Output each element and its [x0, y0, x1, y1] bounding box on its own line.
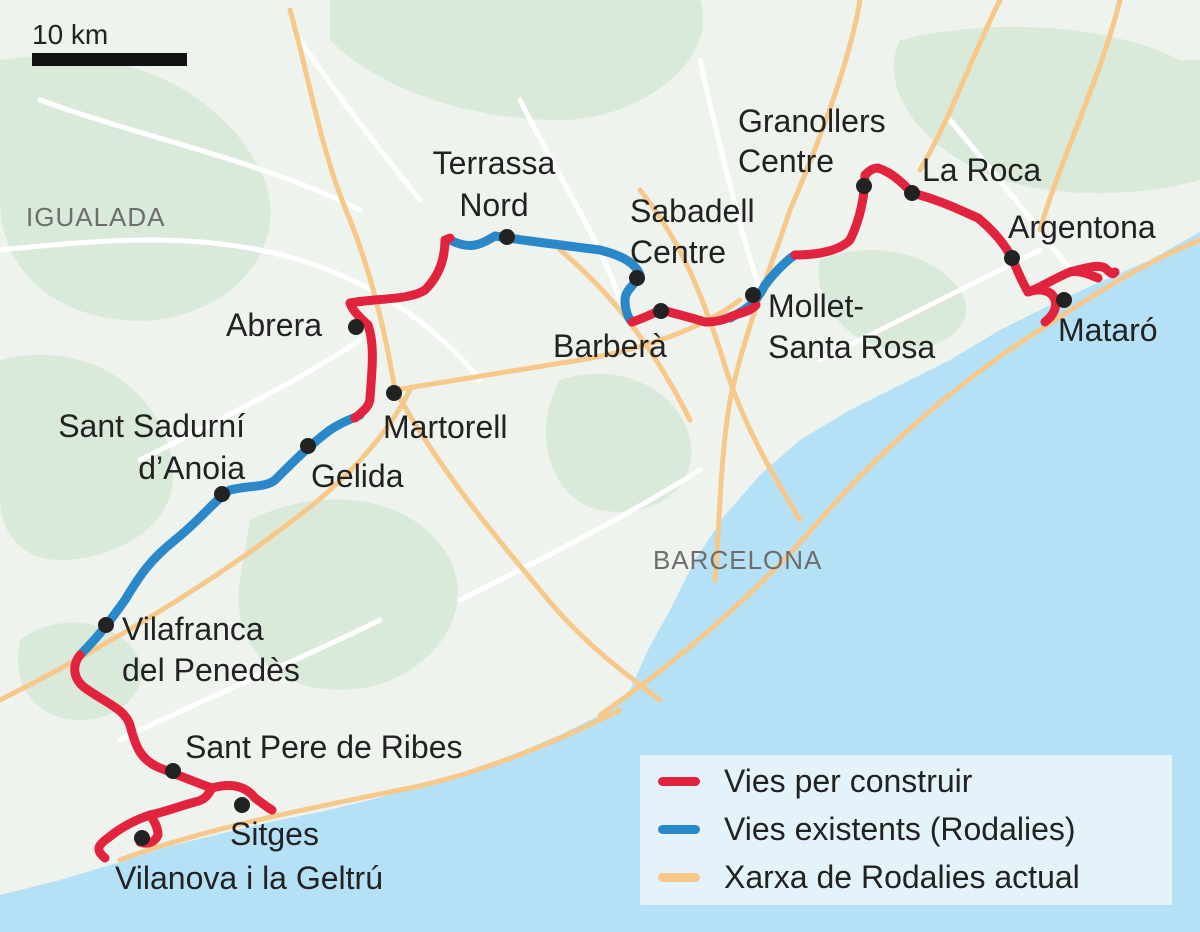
station-dot-santsadurni [214, 486, 230, 502]
station-label-granollers-line2: Centre [738, 143, 834, 179]
station-label-santpere: Sant Pere de Ribes [185, 729, 463, 765]
station-dot-abrera [348, 319, 364, 335]
station-label-laroca: La Roca [922, 152, 1041, 188]
station-dot-barbera [653, 303, 669, 319]
station-label-vilanova: Vilanova i la Geltrú [115, 860, 383, 896]
station-dot-santpere [165, 763, 181, 779]
station-dot-granollers [856, 178, 872, 194]
station-label-vilafranca-line1: Vilafranca [122, 611, 264, 647]
station-label-sitges: Sitges [230, 816, 319, 852]
legend-swatch-network [658, 872, 700, 882]
station-label-terrassa-line1: Terrassa [433, 145, 556, 181]
legend-item-network: Xarxa de Rodalies actual [658, 855, 1080, 899]
city-label-barcelona: BARCELONA [653, 545, 822, 575]
station-label-santsadurni-line2: d’Anoia [138, 450, 245, 486]
legend-label-network: Xarxa de Rodalies actual [724, 858, 1080, 895]
station-label-sabadell-line1: Sabadell [630, 193, 755, 229]
legend-swatch-existing [658, 824, 700, 834]
legend-label-existing: Vies existents (Rodalies) [724, 810, 1076, 847]
station-label-santsadurni-line1: Sant Sadurní [58, 408, 245, 444]
station-dot-laroca [904, 185, 920, 201]
scale-bar-label: 10 km [32, 19, 108, 50]
station-label-martorell: Martorell [383, 409, 507, 445]
legend-item-new: Vies per construir [658, 759, 972, 803]
station-label-mollet-line1: Mollet- [768, 288, 864, 324]
station-label-vilafranca: Vilafranca del Penedès [122, 611, 300, 688]
station-dot-gelida [300, 438, 316, 454]
station-label-argentona: Argentona [1008, 209, 1156, 245]
station-label-vilafranca-line2: del Penedès [122, 652, 300, 688]
station-dot-martorell [386, 385, 402, 401]
scale-bar-line [32, 53, 187, 66]
station-label-gelida: Gelida [311, 458, 404, 494]
legend-item-existing: Vies existents (Rodalies) [658, 807, 1076, 851]
station-dot-terrassa [499, 229, 515, 245]
station-label-mollet: Mollet- Santa Rosa [768, 288, 935, 365]
station-label-abrera: Abrera [226, 307, 322, 343]
station-label-santsadurni: Sant Sadurní d’Anoia [58, 408, 245, 486]
station-dot-mataro [1056, 292, 1072, 308]
station-dot-sabadell [629, 270, 645, 286]
station-label-mollet-line2: Santa Rosa [768, 329, 935, 365]
station-label-barbera: Barberà [553, 328, 667, 364]
station-markers [98, 178, 1072, 846]
station-dot-argentona [1004, 250, 1020, 266]
station-label-granollers-line1: Granollers [738, 103, 886, 139]
station-label-terrassa-line2: Nord [459, 187, 528, 223]
legend: Vies per construir Vies existents (Rodal… [640, 755, 1172, 905]
station-label-sabadell-line2: Centre [630, 234, 726, 270]
station-label-mataro: Mataró [1058, 312, 1158, 348]
station-dot-mollet [745, 287, 761, 303]
station-dot-sitges [234, 797, 250, 813]
legend-label-new: Vies per construir [724, 762, 973, 799]
station-dot-vilafranca [98, 617, 114, 633]
city-label-igualada: IGUALADA [26, 202, 166, 232]
legend-swatch-new [658, 776, 700, 786]
scale-bar: 10 km [32, 19, 187, 66]
road-network [0, 37, 1073, 743]
station-dot-vilanova [134, 830, 150, 846]
